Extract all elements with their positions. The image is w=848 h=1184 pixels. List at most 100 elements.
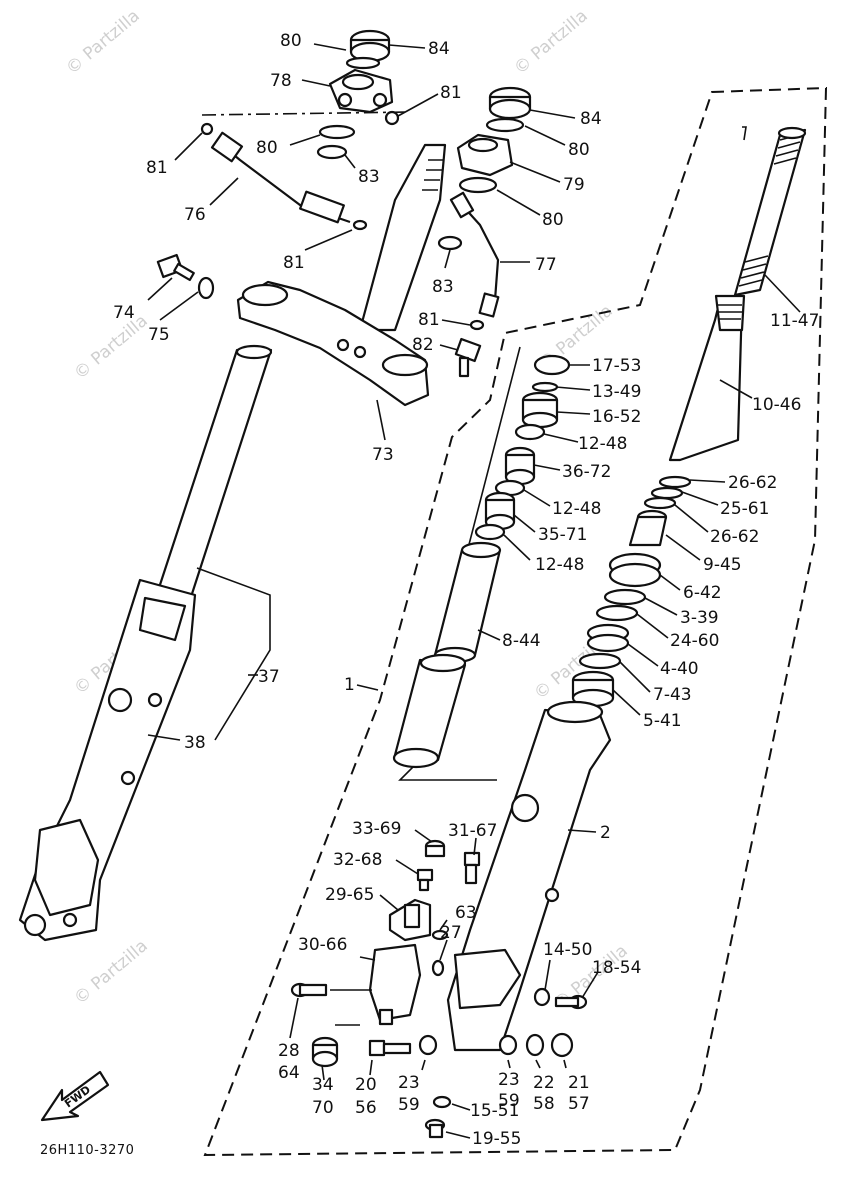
bolt-74[interactable] [156,253,195,282]
callout-80-right-bottom[interactable]: 80 [542,210,564,230]
callout-21[interactable]: 21 [568,1073,590,1093]
callout-28[interactable]: 28 [278,1041,300,1061]
screw-32[interactable] [416,868,434,892]
callout-74[interactable]: 74 [113,303,135,323]
callout-70[interactable]: 70 [312,1098,334,1118]
callout-79[interactable]: 79 [563,175,585,195]
callout-12-48-b[interactable]: 12-48 [552,499,601,519]
bolt-31[interactable] [463,851,481,885]
inner-tube-8[interactable] [433,541,502,664]
callout-19-55[interactable]: 19-55 [472,1129,521,1149]
brake-hose-76[interactable] [210,131,368,231]
callout-8-44[interactable]: 8-44 [502,631,541,651]
callout-1[interactable]: 1 [344,675,355,695]
callout-81-hose[interactable]: 81 [283,253,305,273]
callout-56[interactable]: 56 [355,1098,377,1118]
callout-57[interactable]: 57 [568,1094,590,1114]
washer-14[interactable] [533,987,551,1007]
oil-seal-4[interactable] [586,623,630,653]
callout-20[interactable]: 20 [355,1075,377,1095]
under-bracket-73[interactable] [236,280,430,407]
bushing-79[interactable] [456,133,514,177]
bushing-5[interactable] [571,670,615,708]
washer-23-a[interactable] [418,1034,438,1056]
callout-78[interactable]: 78 [270,71,292,91]
callout-37[interactable]: 37 [258,667,280,687]
bolt-20[interactable] [368,1039,412,1057]
oil-seal-16[interactable] [521,391,559,429]
ring-25[interactable] [650,486,684,500]
bushing-36[interactable] [504,446,536,486]
callout-34[interactable]: 34 [312,1075,334,1095]
callout-17-53[interactable]: 17-53 [592,356,641,376]
o-ring-80-right-bottom[interactable] [458,176,498,194]
washer-75[interactable] [197,276,215,300]
callout-23-a[interactable]: 23 [398,1073,420,1093]
fork-spring-11[interactable] [733,126,807,297]
callout-16-52[interactable]: 16-52 [592,407,641,427]
callout-36-72[interactable]: 36-72 [562,462,611,482]
washer-12-a[interactable] [514,423,546,441]
grommet-81-left[interactable] [200,122,214,136]
damper-rod-assembly-10[interactable] [668,126,747,462]
callout-73[interactable]: 73 [372,445,394,465]
bolt-28[interactable] [290,982,328,998]
callout-26-62-a[interactable]: 26-62 [728,473,777,493]
washer-22[interactable] [525,1033,545,1057]
upper-bracket-cap-84[interactable] [349,29,391,63]
callout-84-right[interactable]: 84 [580,109,602,129]
nut-21[interactable] [550,1032,574,1058]
dust-seal-6[interactable] [608,552,662,588]
o-ring-80-mid-left[interactable] [318,124,356,140]
washer-26-b[interactable] [643,496,677,510]
clip-83-lower[interactable] [437,235,463,251]
callout-12-48-a[interactable]: 12-48 [578,434,627,454]
callout-10-46[interactable]: 10-46 [752,395,801,415]
o-ring-80-top[interactable] [345,56,381,70]
callout-81-stem[interactable]: 81 [418,310,440,330]
callout-81-upper[interactable]: 81 [440,83,462,103]
callout-11-47[interactable]: 11-47 [770,311,819,331]
callout-26-62-b[interactable]: 26-62 [710,527,759,547]
callout-80-mid-left[interactable]: 80 [256,138,278,158]
clip-83-upper[interactable] [316,144,348,160]
callout-12-48-c[interactable]: 12-48 [535,555,584,575]
washer-15[interactable] [432,1095,452,1109]
washer-7[interactable] [578,652,622,670]
cap-bolt-17[interactable] [533,354,571,376]
callout-63[interactable]: 63 [455,903,477,923]
callout-80-right-top[interactable]: 80 [568,140,590,160]
washer-12-c[interactable] [474,523,506,541]
callout-27[interactable]: 27 [440,923,462,943]
caliper-bracket-30[interactable] [368,943,422,1026]
callout-18-54[interactable]: 18-54 [592,958,641,978]
outer-tube-2[interactable] [446,700,612,1052]
callout-6-42[interactable]: 6-42 [683,583,722,603]
callout-80-top[interactable]: 80 [280,31,302,51]
callout-59-b[interactable]: 59 [498,1091,520,1111]
o-ring-13[interactable] [531,381,559,393]
callout-2[interactable]: 2 [600,823,611,843]
bolt-18[interactable] [554,994,588,1010]
callout-13-49[interactable]: 13-49 [592,382,641,402]
drain-bolt-19[interactable] [424,1118,446,1139]
callout-38[interactable]: 38 [184,733,206,753]
callout-24-60[interactable]: 24-60 [670,631,719,651]
callout-81-left[interactable]: 81 [146,158,168,178]
callout-31-67[interactable]: 31-67 [448,821,497,841]
steering-stem[interactable] [358,143,447,332]
callout-83-lower[interactable]: 83 [432,277,454,297]
slide-cylinder[interactable] [392,653,467,769]
bleed-screw-82[interactable] [454,337,482,378]
callout-58[interactable]: 58 [533,1094,555,1114]
o-ring-27[interactable] [431,959,445,977]
fork-assembly-left[interactable] [18,344,273,942]
callout-33-69[interactable]: 33-69 [352,819,401,839]
callout-35-71[interactable]: 35-71 [538,525,587,545]
callout-83-upper[interactable]: 83 [358,167,380,187]
callout-64[interactable]: 64 [278,1063,300,1083]
callout-32-68[interactable]: 32-68 [333,850,382,870]
upper-bracket-78[interactable] [328,68,394,114]
callout-84-top[interactable]: 84 [428,39,450,59]
callout-76[interactable]: 76 [184,205,206,225]
